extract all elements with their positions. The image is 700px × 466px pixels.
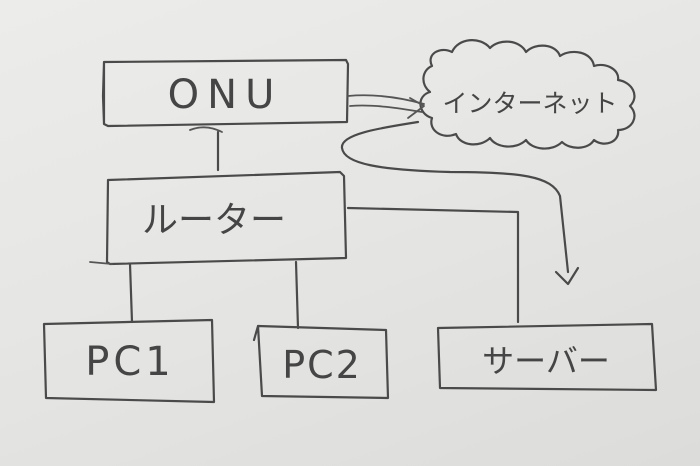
onu-internet-arrowhead bbox=[407, 97, 425, 119]
internet-server-arrowhead bbox=[554, 266, 580, 286]
pc2-box bbox=[252, 324, 390, 400]
pc1-label: PC1 bbox=[85, 339, 175, 385]
pc1-node: PC1 bbox=[42, 318, 216, 404]
server-box bbox=[436, 322, 658, 392]
router-bottom-stub bbox=[89, 261, 113, 265]
internet-server-flow bbox=[340, 120, 570, 274]
onu-box bbox=[101, 58, 350, 128]
onu-router-mark bbox=[189, 126, 223, 133]
router-label: ルーター bbox=[142, 200, 286, 241]
router-box bbox=[105, 170, 348, 266]
server-node: サーバー bbox=[436, 322, 658, 392]
router-node: ルーター bbox=[105, 170, 348, 266]
pc2-label: PC2 bbox=[282, 343, 362, 387]
internet-node: インターネット bbox=[419, 39, 636, 150]
onu-internet-link-2 bbox=[349, 104, 423, 113]
connections bbox=[89, 94, 580, 330]
server-label: サーバー bbox=[482, 342, 610, 380]
pc2-node: PC2 bbox=[252, 324, 390, 400]
pc1-box bbox=[42, 318, 216, 404]
onu-node: ONU bbox=[101, 58, 350, 128]
router-pc1-link bbox=[128, 262, 134, 324]
router-server-link bbox=[346, 206, 520, 324]
internet-label: インターネット bbox=[442, 89, 617, 118]
router-pc2-link bbox=[294, 260, 300, 330]
onu-label: ONU bbox=[168, 72, 283, 118]
internet-cloud bbox=[419, 39, 636, 150]
